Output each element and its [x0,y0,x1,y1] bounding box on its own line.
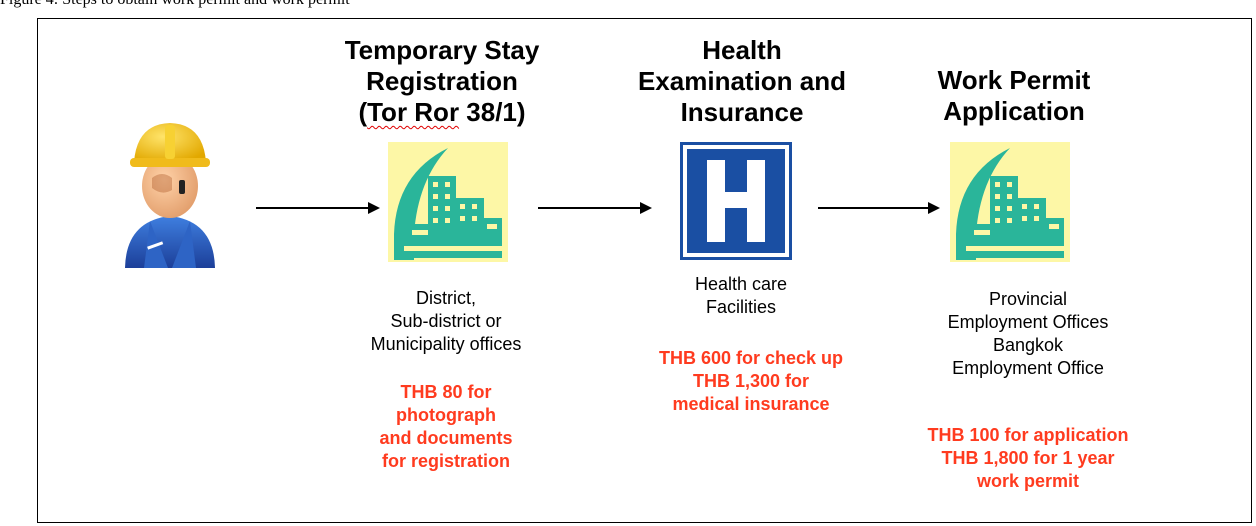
step-1-title-line: Registration [366,66,518,96]
step-1-title-code-prefix: ( [358,97,368,127]
step-3-cost: THB 100 for application THB 1,800 for 1 … [893,424,1163,493]
government-building-icon [950,142,1070,262]
step-1-office-line: Sub-district or [390,311,502,331]
step-3-cost-line: THB 100 for application [927,425,1129,445]
construction-worker-icon [125,123,215,268]
step-3-office-line: Bangkok [992,335,1064,355]
step-2-office-line: Facilities [705,297,776,317]
step-3-cost-line: work permit [976,471,1080,491]
step-2-cost-line: medical insurance [672,394,830,414]
step-1-office: District, Sub-district or Municipality o… [341,287,551,356]
step-2-cost-line: THB 600 for check up [658,348,844,368]
step-2-title: Health Examination and Insurance [614,35,870,128]
step-3-office-line: Employment Offices [947,312,1109,332]
step-3-office-line: Employment Office [952,358,1104,378]
step-1-office-line: District, [416,288,476,308]
step-2-cost-line: THB 1,300 for [692,371,810,391]
flow-arrow-2 [538,202,652,214]
step-1-title: Temporary Stay Registration (Tor Ror 38/… [331,35,553,128]
step-1-title-line: Temporary Stay [344,35,540,65]
flow-arrow-3 [818,202,940,214]
figure-caption: Figure 4: Steps to obtain work permit an… [0,0,350,9]
step-1-title-code: (Tor Ror 38/1) [331,97,553,128]
step-2-title-line: Insurance [680,97,804,127]
step-1-cost-line: for registration [381,451,510,471]
step-3-cost-line: THB 1,800 for 1 year [941,448,1115,468]
step-2-title-line: Examination and [637,66,847,96]
hospital-sign-icon [680,142,792,260]
step-1-cost-line: photograph [396,405,496,425]
step-2-office: Health care Facilities [636,273,846,319]
step-1-title-code-suffix: 38/1) [459,97,526,127]
step-1-title-code-underlined: Tor Ror [367,97,460,127]
step-3-title-line: Work Permit [937,65,1091,95]
step-1-cost-line: and documents [379,428,513,448]
step-1-cost-line: THB 80 for [400,382,492,402]
step-1-office-line: Municipality offices [370,334,522,354]
step-1-cost: THB 80 for photograph and documents for … [361,381,531,473]
step-3-office-line: Provincial [988,289,1068,309]
diagram-frame [37,18,1252,523]
step-2-cost: THB 600 for check up THB 1,300 for medic… [618,347,884,416]
step-3-title: Work Permit Application [904,65,1124,127]
step-2-office-line: Health care [694,274,788,294]
flow-arrow-1 [256,202,380,214]
government-building-icon [388,142,508,262]
step-2-title-line: Health [702,35,782,65]
step-3-office: Provincial Employment Offices Bangkok Em… [918,288,1138,380]
step-3-title-line: Application [943,96,1085,126]
